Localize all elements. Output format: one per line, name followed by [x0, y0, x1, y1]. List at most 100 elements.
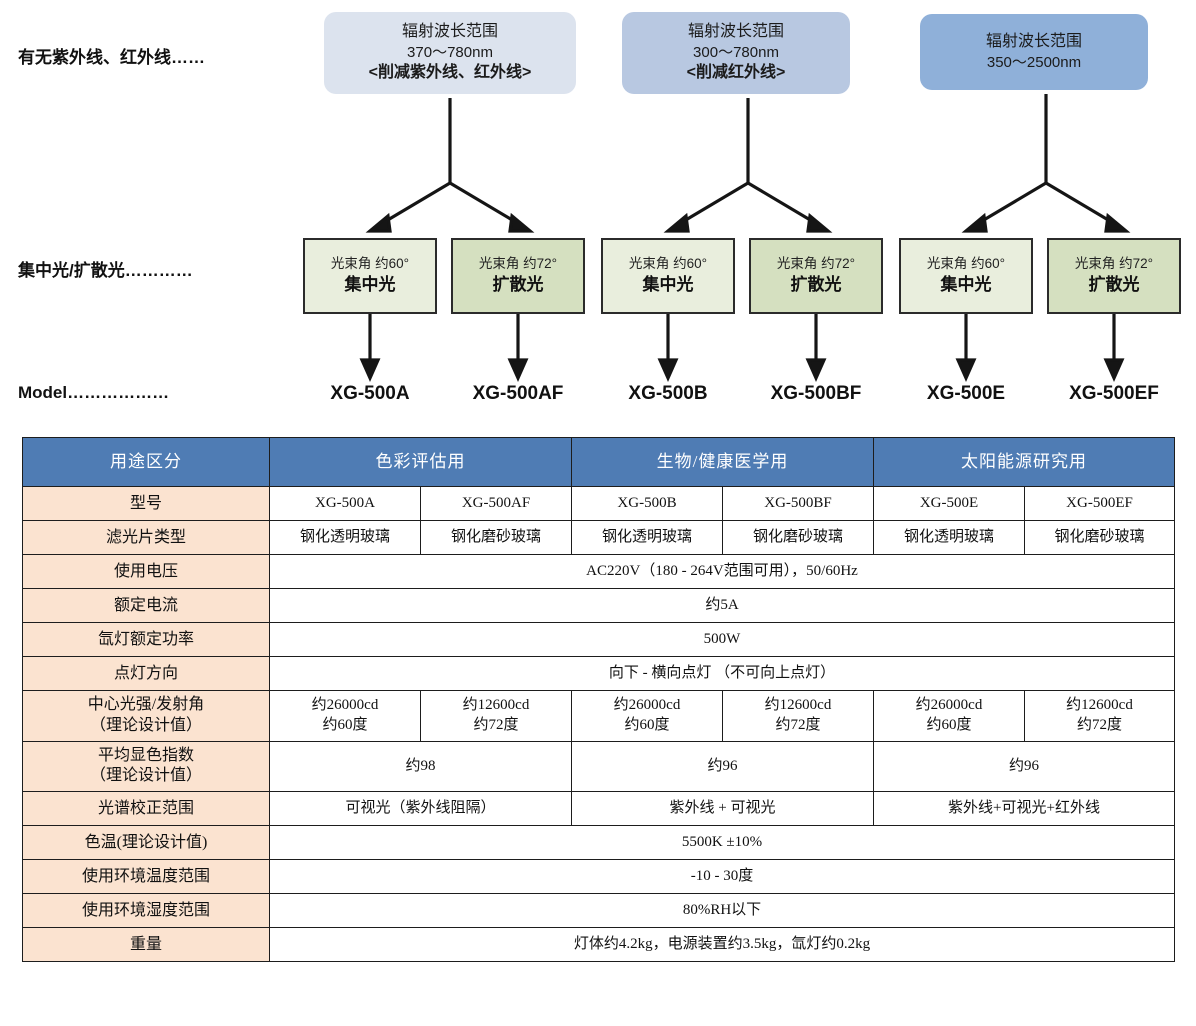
cell: 约26000cd 约60度	[269, 690, 421, 742]
beam-type: 集中光	[642, 274, 694, 294]
row-label-beam: 集中光/扩散光…………	[18, 261, 193, 280]
cell: 紫外线 + 可视光	[570, 791, 875, 827]
row-label-line2: （理论设计值）	[89, 767, 202, 785]
table-row-weight: 重量 灯体约4.2kg，电源装置约3.5kg，氙灯约0.2kg	[22, 927, 1176, 963]
cell: 可视光（紫外线阻隔）	[269, 791, 572, 827]
cell: 5500K ±10%	[268, 825, 1176, 861]
cell: 向下 - 横向点灯 （不可向上点灯）	[268, 656, 1176, 691]
model-name-2: XG-500AF	[472, 383, 564, 404]
cell: 约26000cd 约60度	[873, 690, 1026, 742]
beam-angle: 光束角 约72°	[776, 256, 856, 272]
row-label: 氙灯额定功率	[22, 622, 270, 657]
cell: 钢化磨砂玻璃	[420, 520, 572, 555]
cell: 约12600cd 约72度	[420, 690, 572, 742]
row-label: 重量	[22, 927, 270, 963]
beam-box-6: 光束角 约72° 扩散光	[1047, 238, 1181, 314]
cell: 500W	[268, 622, 1176, 657]
wavelength-box-1: 辐射波长范围 370～780nm <削减紫外线、红外线>	[324, 12, 576, 94]
cell-line1: 约26000cd	[311, 697, 379, 714]
table-row-direction: 点灯方向 向下 - 横向点灯 （不可向上点灯）	[22, 656, 1176, 691]
header-group-2: 生物/健康医学用	[570, 437, 875, 487]
cell: 约96	[873, 740, 1176, 793]
cell: XG-500E	[873, 486, 1026, 521]
header-usage-label: 用途区分	[22, 437, 270, 487]
wavelength-note: <削减红外线>	[686, 63, 786, 81]
cell: 钢化透明玻璃	[873, 520, 1026, 555]
cell-line2: 约60度	[926, 716, 972, 733]
row-label-line1: 平均显色指数	[97, 746, 194, 764]
cell: 钢化透明玻璃	[269, 520, 421, 555]
wavelength-note: <削减紫外线、红外线>	[368, 63, 532, 81]
wavelength-title: 辐射波长范围	[985, 32, 1082, 50]
cell-line2: 约72度	[1077, 716, 1123, 733]
row-label: 点灯方向	[22, 656, 270, 691]
beam-box-4: 光束角 约72° 扩散光	[749, 238, 883, 314]
row-label: 平均显色指数 （理论设计值）	[22, 740, 270, 793]
beam-type: 扩散光	[1088, 274, 1140, 294]
model-name-4: XG-500BF	[770, 383, 862, 404]
row-label-model: Model………………	[18, 383, 170, 402]
cell: XG-500A	[269, 486, 421, 521]
beam-box-3: 光束角 约60° 集中光	[601, 238, 735, 314]
cell: 钢化透明玻璃	[571, 520, 723, 555]
table-row-voltage: 使用电压 AC220V（180 - 264V范围可用），50/60Hz	[22, 554, 1176, 589]
beam-angle: 光束角 约72°	[478, 256, 558, 272]
wavelength-title: 辐射波长范围	[401, 23, 498, 41]
cell: XG-500AF	[420, 486, 572, 521]
row-label-uv-ir: 有无紫外线、红外线……	[18, 48, 205, 67]
beam-type: 集中光	[344, 274, 396, 294]
table-row-power: 氙灯额定功率 500W	[22, 622, 1176, 657]
cell: XG-500EF	[1024, 486, 1176, 521]
cell-line1: 约12600cd	[764, 697, 832, 714]
row-label: 光谱校正范围	[22, 791, 270, 827]
model-name-3: XG-500B	[628, 383, 708, 404]
table-row-temp-range: 使用环境温度范围 -10 - 30度	[22, 859, 1176, 895]
beam-box-5: 光束角 约60° 集中光	[899, 238, 1033, 314]
table-row-model: 型号 XG-500A XG-500AF XG-500B XG-500BF XG-…	[22, 486, 1176, 521]
wavelength-range: 370～780nm	[407, 44, 493, 62]
beam-box-1: 光束角 约60° 集中光	[303, 238, 437, 314]
cell: 灯体约4.2kg，电源装置约3.5kg，氙灯约0.2kg	[268, 927, 1176, 963]
cell: AC220V（180 - 264V范围可用），50/60Hz	[268, 554, 1176, 589]
wavelength-box-3: 辐射波长范围 350～2500nm	[920, 14, 1148, 90]
model-name-5: XG-500E	[926, 383, 1006, 404]
table-header-row: 用途区分 色彩评估用 生物/健康医学用 太阳能源研究用	[22, 437, 1176, 487]
row-label: 使用环境温度范围	[22, 859, 270, 895]
beam-type: 扩散光	[790, 274, 842, 294]
cell-line1: 约26000cd	[613, 697, 681, 714]
row-label: 滤光片类型	[22, 520, 270, 555]
cell-line2: 约72度	[473, 716, 519, 733]
cell-line2: 约60度	[322, 716, 368, 733]
cell: 约96	[570, 740, 875, 793]
table-row-color-temp: 色温(理论设计值) 5500K ±10%	[22, 825, 1176, 861]
row-label: 型号	[22, 486, 270, 521]
wavelength-range: 350～2500nm	[986, 53, 1082, 71]
cell: -10 - 30度	[268, 859, 1176, 895]
beam-angle: 光束角 约60°	[330, 256, 410, 272]
beam-angle: 光束角 约60°	[628, 256, 708, 272]
cell: 约26000cd 约60度	[571, 690, 723, 742]
wavelength-title: 辐射波长范围	[687, 23, 784, 41]
cell: XG-500B	[571, 486, 723, 521]
table-row-intensity-angle: 中心光强/发射角 （理论设计值） 约26000cd 约60度 约12600cd …	[22, 690, 1176, 742]
cell: 约12600cd 约72度	[721, 690, 875, 742]
cell: 约98	[269, 740, 572, 793]
beam-angle: 光束角 约60°	[926, 256, 1006, 272]
table-row-humidity-range: 使用环境湿度范围 80%RH以下	[22, 893, 1176, 929]
model-name-1: XG-500A	[330, 383, 410, 404]
wavelength-box-2: 辐射波长范围 300～780nm <削减红外线>	[622, 12, 850, 94]
cell: XG-500BF	[721, 486, 875, 521]
row-label: 额定电流	[22, 588, 270, 623]
beam-type: 集中光	[940, 274, 992, 294]
table-row-cri: 平均显色指数 （理论设计值） 约98 约96 约96	[22, 740, 1176, 793]
beam-type: 扩散光	[492, 274, 544, 294]
row-label: 使用电压	[22, 554, 270, 589]
cell: 紫外线+可视光+红外线	[873, 791, 1176, 827]
cell-line1: 约12600cd	[1066, 697, 1133, 714]
row-label: 使用环境湿度范围	[22, 893, 270, 929]
table-row-current: 额定电流 约5A	[22, 588, 1176, 623]
row-label: 色温(理论设计值)	[22, 825, 270, 861]
header-group-3: 太阳能源研究用	[873, 437, 1176, 487]
header-group-1: 色彩评估用	[269, 437, 572, 487]
row-label-line2: （理论设计值）	[89, 716, 202, 734]
